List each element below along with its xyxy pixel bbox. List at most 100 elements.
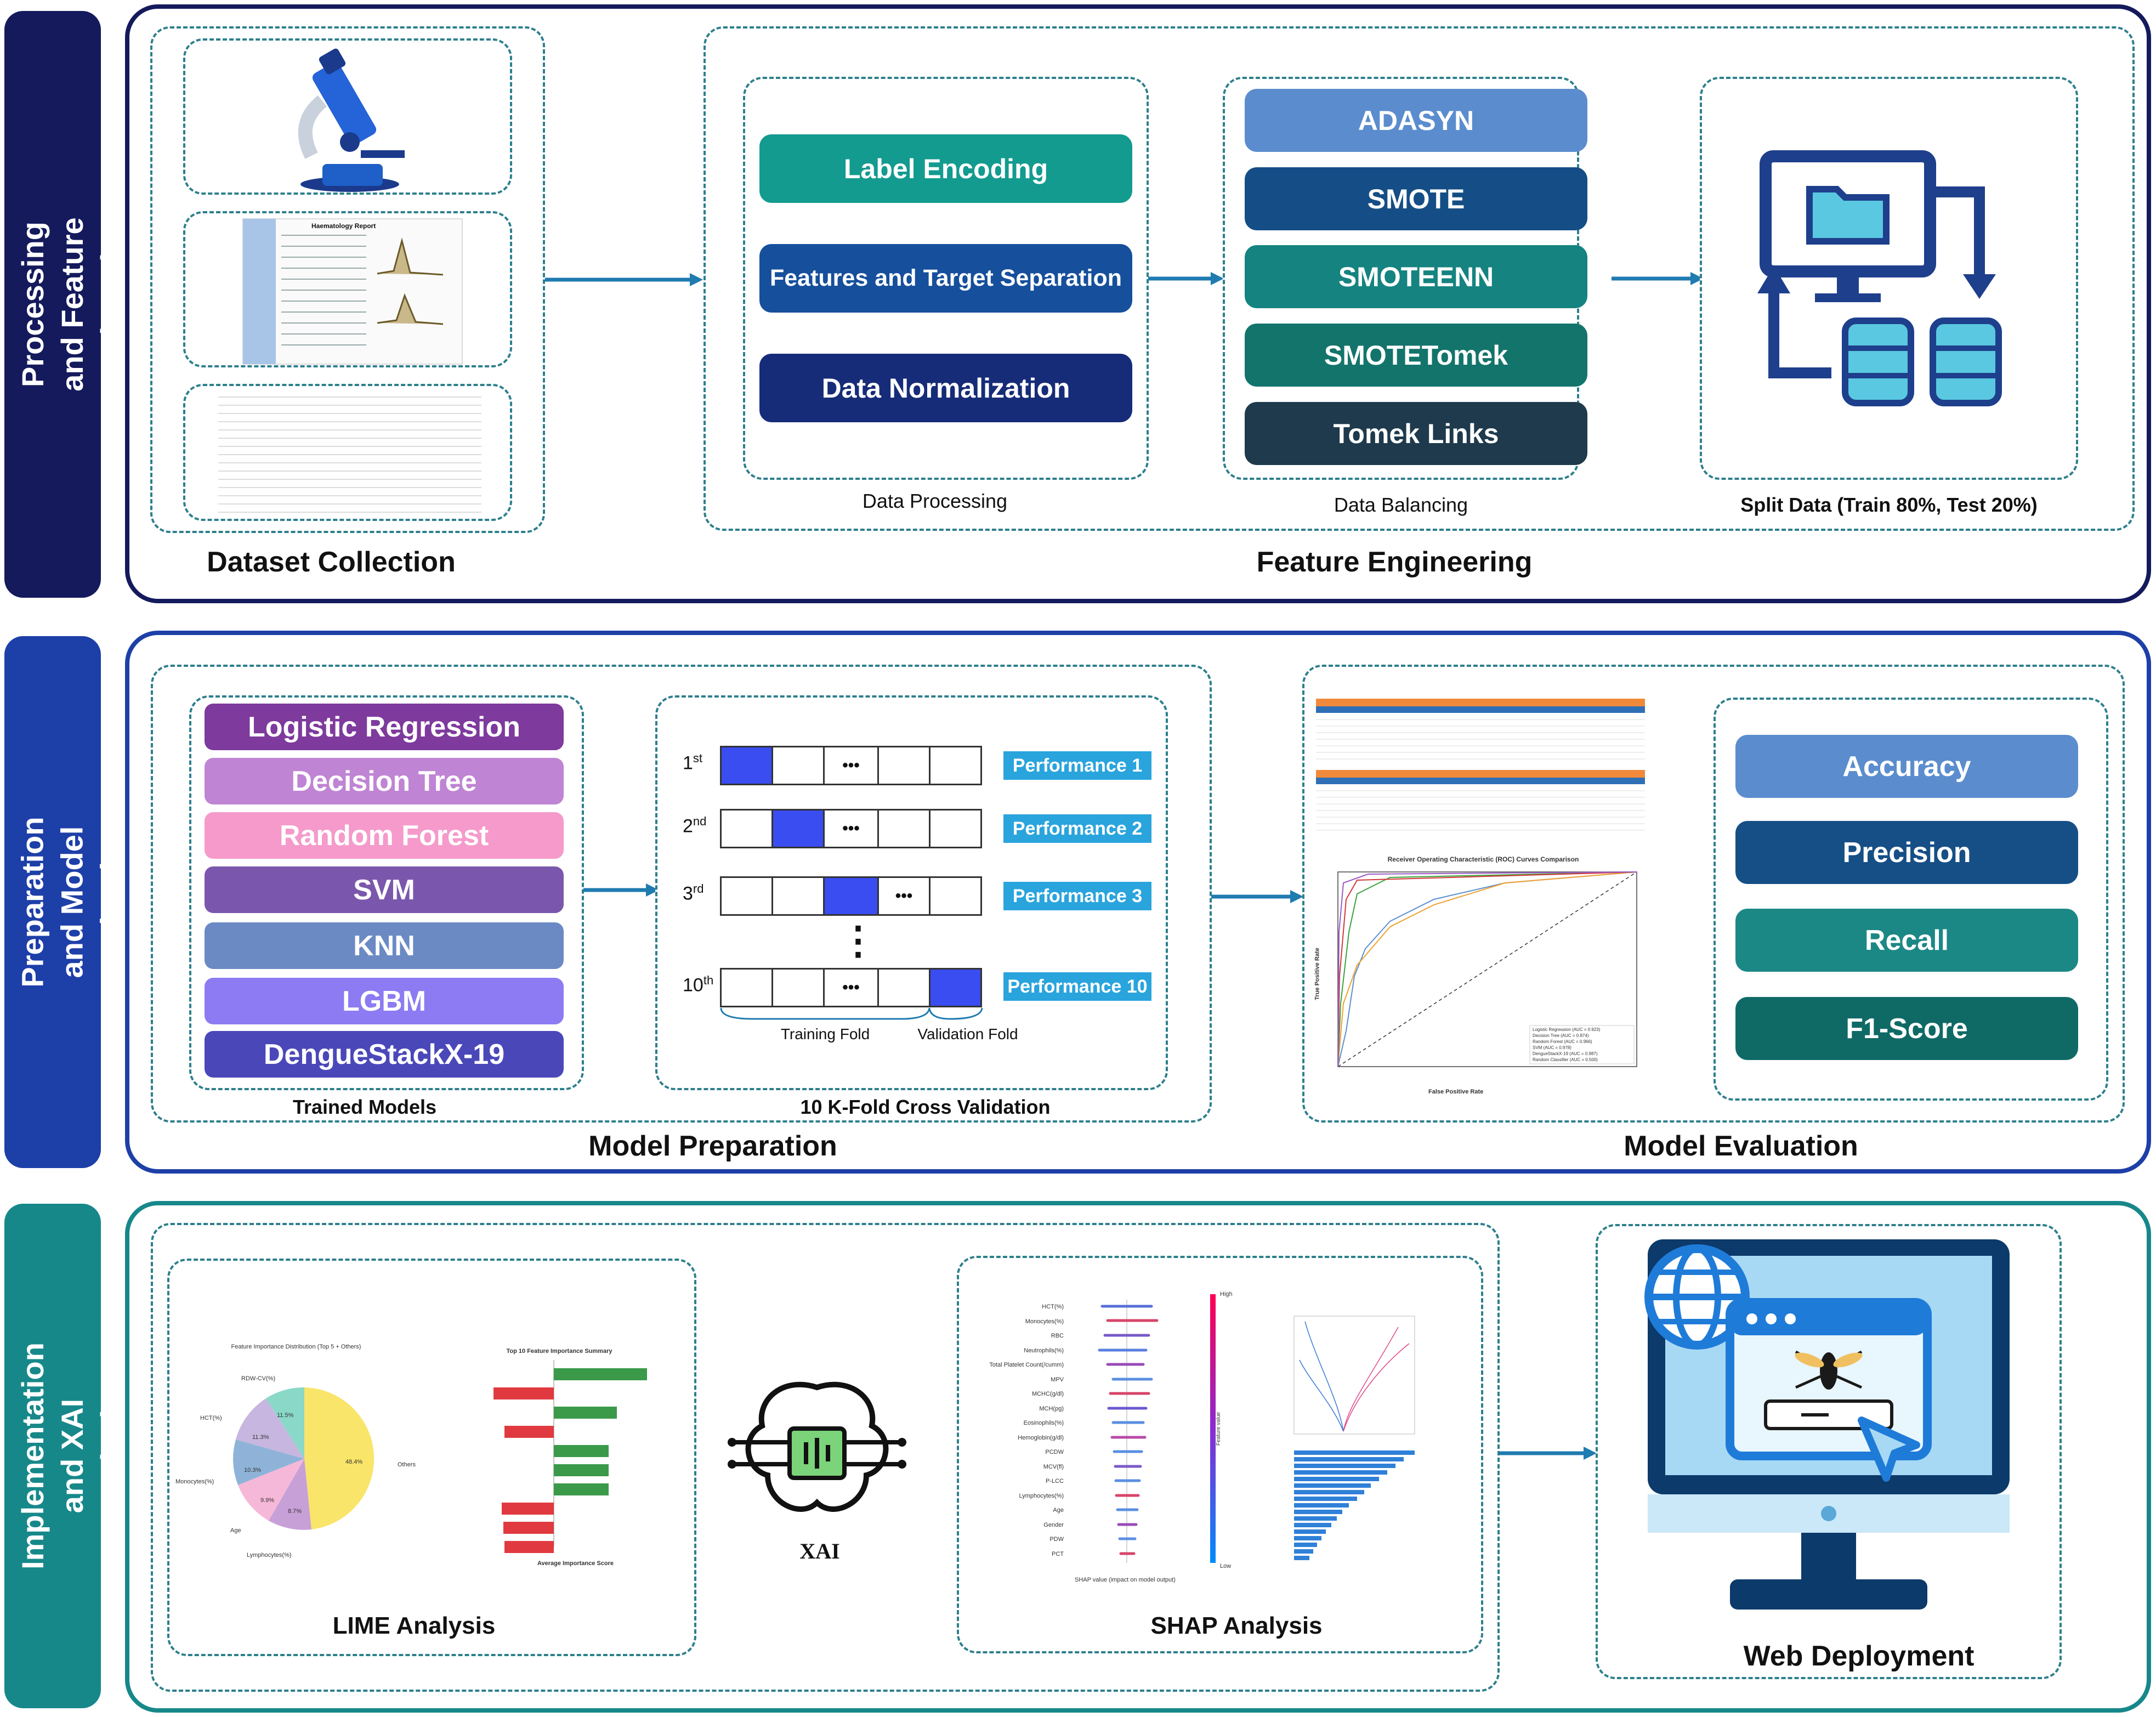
- dataset-table-thumbnail: [218, 396, 481, 513]
- fold-ellipsis: •••: [895, 887, 913, 905]
- fold-ordinal-2: 2nd: [683, 814, 706, 837]
- fold-ordinal-number: 2: [683, 815, 693, 837]
- haematology-report-card: Haematology Report: [183, 211, 512, 367]
- model-decision-tree: Decision Tree: [205, 758, 564, 804]
- pie-value-lymphocytes: 8.7%: [288, 1508, 302, 1515]
- fold-cell: [877, 746, 931, 785]
- roc-legend: Logistic Regression (AUC = 0.923) Decisi…: [1533, 1027, 1600, 1063]
- fold-ordinal-10: 10th: [683, 973, 713, 996]
- shap-feature-label: MCV(fl): [1043, 1463, 1064, 1470]
- fold-cell: [720, 968, 773, 1007]
- validation-fold-label: Validation Fold: [917, 1025, 1018, 1042]
- fold-cell: •••: [823, 809, 879, 848]
- shap-feature-value-label: Feature value: [1216, 1412, 1222, 1446]
- roc-xlabel: False Positive Rate: [1428, 1089, 1484, 1095]
- metric-precision: Precision: [1735, 821, 2078, 884]
- sidebar-model-preparation: Model Preparation and Model Evaluation: [0, 636, 129, 1168]
- shap-xlabel: SHAP value (impact on model output): [1075, 1577, 1176, 1583]
- fold-cell: •••: [877, 876, 931, 916]
- shap-caption: SHAP Analysis: [1150, 1612, 1323, 1639]
- shap-feature-label: Neutrophils(%): [1024, 1347, 1064, 1354]
- shap-feature-label: MCH(pg): [1039, 1405, 1064, 1412]
- microscope-card: [183, 38, 512, 195]
- trained-models-caption: Trained Models: [292, 1096, 437, 1118]
- results-tables-thumbnail: [1316, 699, 1645, 831]
- pie-label-lymphocytes: Lymphocytes(%): [247, 1552, 292, 1559]
- fold-vertical-ellipsis: ⋮: [839, 919, 877, 962]
- fold-ordinal-suffix: th: [703, 973, 714, 987]
- pie-value-monocytes: 10.3%: [244, 1467, 262, 1474]
- report-title: Haematology Report: [311, 222, 376, 230]
- metric-recall: Recall: [1735, 909, 2078, 972]
- fold-cell: [929, 746, 982, 785]
- shap-beeswarm: [1098, 1300, 1159, 1563]
- balancing-smote: SMOTE: [1245, 167, 1587, 230]
- model-svm: SVM: [205, 866, 564, 913]
- split-data-caption: Split Data (Train 80%, Test 20%): [1740, 494, 2038, 516]
- fold-braces: [720, 1007, 983, 1020]
- model-knn: KNN: [205, 922, 564, 969]
- arrow-kfold-to-evaluation: [1211, 890, 1303, 903]
- arrow-models-to-kfold: [583, 883, 659, 897]
- shap-high-label: High: [1220, 1291, 1233, 1297]
- fold-ordinal-1: 1st: [683, 751, 702, 774]
- fold-ordinal-suffix: nd: [693, 814, 707, 828]
- fold-cell: [877, 809, 931, 848]
- pie-title: Feature Importance Distribution (Top 5 +…: [231, 1344, 361, 1350]
- balancing-adasyn: ADASYN: [1245, 89, 1587, 152]
- shap-feature-label: Gender: [1043, 1521, 1064, 1528]
- shap-feature-label: MPV: [1051, 1376, 1064, 1383]
- arrow-balancing-to-split: [1612, 272, 1704, 285]
- features-target-separation-step: Features and Target Separation: [759, 244, 1132, 313]
- kfold-caption: 10 K-Fold Cross Validation: [800, 1096, 1051, 1118]
- model-preparation-label: Model Preparation: [588, 1130, 837, 1162]
- fold-cell: [929, 809, 982, 848]
- bar-xlabel: Average Importance Score: [537, 1560, 614, 1567]
- pie-label-age: Age: [230, 1527, 241, 1534]
- data-balancing-caption: Data Balancing: [1334, 494, 1468, 516]
- balancing-smotetomek: SMOTETomek: [1245, 324, 1587, 387]
- fold-cell: [771, 876, 825, 916]
- pie-label-others: Others: [398, 1461, 416, 1468]
- model-random-forest: Random Forest: [205, 812, 564, 859]
- split-data-box: [1700, 77, 2078, 480]
- fold-cell: [771, 746, 825, 785]
- arrow-xai-to-web: [1499, 1447, 1597, 1460]
- shap-decision-and-bar-plots: [1293, 1316, 1415, 1560]
- balancing-tomek-links: Tomek Links: [1245, 402, 1587, 465]
- model-logistic-regression: Logistic Regression: [205, 704, 564, 750]
- pie-label-monocytes: Monocytes(%): [175, 1478, 214, 1485]
- pie-value-age: 9.9%: [260, 1497, 275, 1504]
- roc-legend-item: Decision Tree (AUC = 0.874): [1533, 1033, 1589, 1038]
- shap-feature-label: Hemoglobin(g/dl): [1018, 1434, 1064, 1441]
- arrow-processing-to-balancing: [1148, 272, 1224, 285]
- fold-ordinal-suffix: st: [693, 751, 703, 765]
- model-lgbm: LGBM: [205, 978, 564, 1024]
- fold-cell: [823, 876, 879, 916]
- performance-1-label: Performance 1: [1003, 751, 1151, 780]
- fold-cell: •••: [823, 746, 879, 785]
- fold-cell: [771, 809, 825, 848]
- model-evaluation-label: Model Evaluation: [1624, 1130, 1858, 1162]
- roc-plot: [1337, 871, 1637, 1067]
- xai-brain-icon: [728, 1381, 906, 1512]
- roc-legend-item: DengueStackX-19 (AUC = 0.987): [1533, 1051, 1598, 1056]
- data-normalization-step: Data Normalization: [759, 354, 1132, 422]
- shap-feature-label: HCT(%): [1042, 1304, 1064, 1310]
- shap-summary-plot: HCT(%) Monocytes(%) RBC Neutrophils(%) T…: [965, 1283, 1239, 1590]
- performance-2-label: Performance 2: [1003, 814, 1151, 843]
- shap-feature-label: PCDW: [1045, 1449, 1064, 1455]
- metric-accuracy: Accuracy: [1735, 735, 2078, 798]
- bar-plot: [493, 1360, 647, 1553]
- pie-label-rdw: RDW-CV(%): [241, 1375, 276, 1382]
- fold-cell: [929, 968, 982, 1007]
- shap-feature-label: P-LCC: [1045, 1478, 1064, 1484]
- fold-ordinal-3: 3rd: [683, 882, 703, 904]
- fold-ordinal-suffix: rd: [693, 882, 704, 896]
- fold-cell: [720, 876, 773, 916]
- shap-low-label: Low: [1220, 1563, 1232, 1569]
- bar-title: Top 10 Feature Importance Summary: [506, 1348, 612, 1355]
- performance-10-label: Performance 10: [1003, 972, 1151, 1001]
- dataset-collection-caption: Dataset Collection: [207, 546, 456, 578]
- fold-ordinal-number: 3: [683, 883, 693, 904]
